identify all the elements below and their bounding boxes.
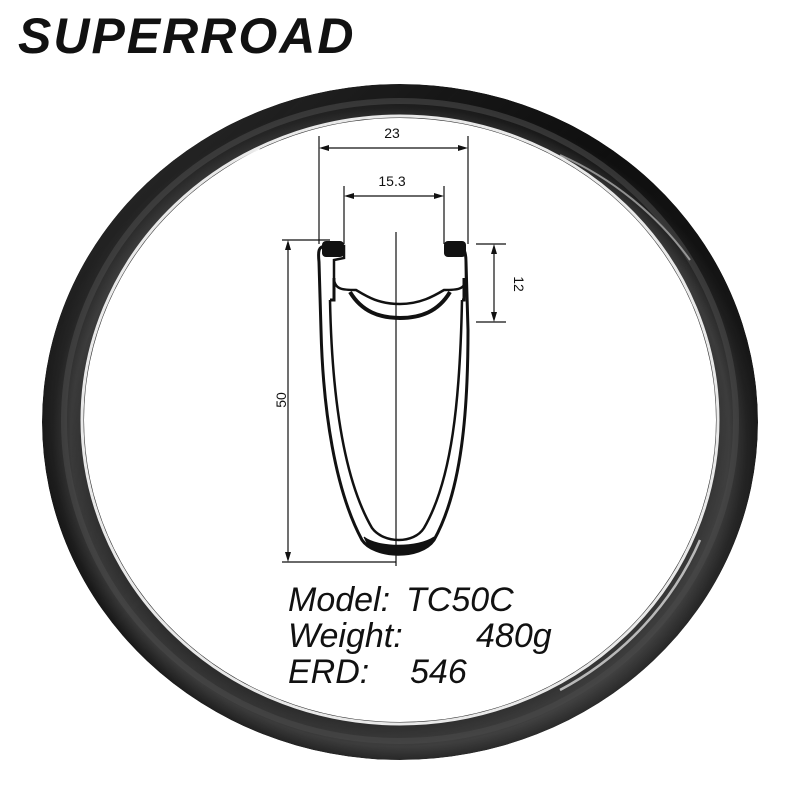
weight-value: 480g <box>476 617 552 655</box>
rim-profile <box>317 232 470 566</box>
rim-depth-label: 50 <box>273 392 289 408</box>
erd-value: 546 <box>410 653 467 691</box>
hook-depth-label: 12 <box>511 276 527 292</box>
erd-label: ERD: <box>288 653 370 691</box>
model-label: Model: <box>288 581 391 619</box>
model-value: TC50C <box>406 581 514 619</box>
weight-label: Weight: <box>288 617 403 655</box>
spec-row-erd: ERD: 546 <box>288 654 552 690</box>
dimension-labels: 23 15.3 12 50 <box>273 125 527 408</box>
superroad-logo: SUPERROAD <box>18 8 355 64</box>
spec-row-model: Model: TC50C <box>288 582 552 618</box>
dimension-lines <box>282 136 506 563</box>
carbon-rim-ring <box>42 84 758 760</box>
spec-list: Model: TC50C Weight: 480g ERD: 546 <box>288 582 552 690</box>
logo-text: SUPERROAD <box>18 8 355 64</box>
outer-width-label: 23 <box>384 125 400 141</box>
spec-row-weight: Weight: 480g <box>288 618 552 654</box>
inner-width-label: 15.3 <box>378 173 405 189</box>
